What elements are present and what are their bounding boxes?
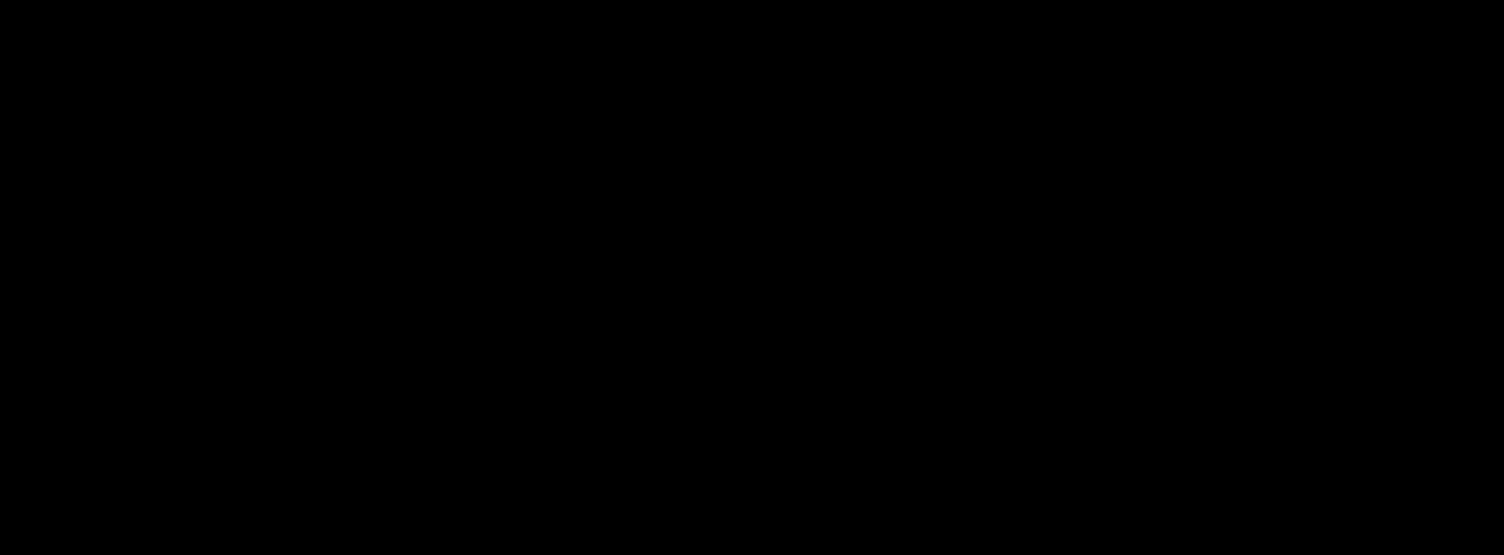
diagram-canvas <box>0 0 1504 555</box>
timeline-graphic <box>0 0 1504 555</box>
